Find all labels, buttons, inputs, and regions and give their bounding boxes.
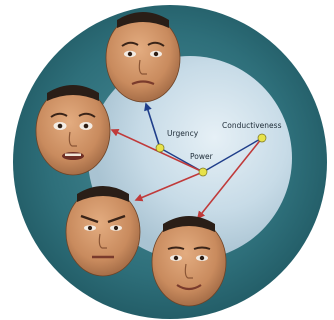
face-top (106, 12, 180, 102)
conductiveness-label: Conductiveness (222, 121, 282, 130)
power-label: Power (190, 152, 214, 161)
face-lower-left (66, 186, 140, 276)
face-bottom (152, 216, 226, 306)
power-node (199, 168, 207, 176)
face-upper-left (36, 85, 110, 175)
urgency-node (156, 144, 164, 152)
conductiveness-node (258, 134, 266, 142)
urgency-label: Urgency (167, 129, 199, 138)
